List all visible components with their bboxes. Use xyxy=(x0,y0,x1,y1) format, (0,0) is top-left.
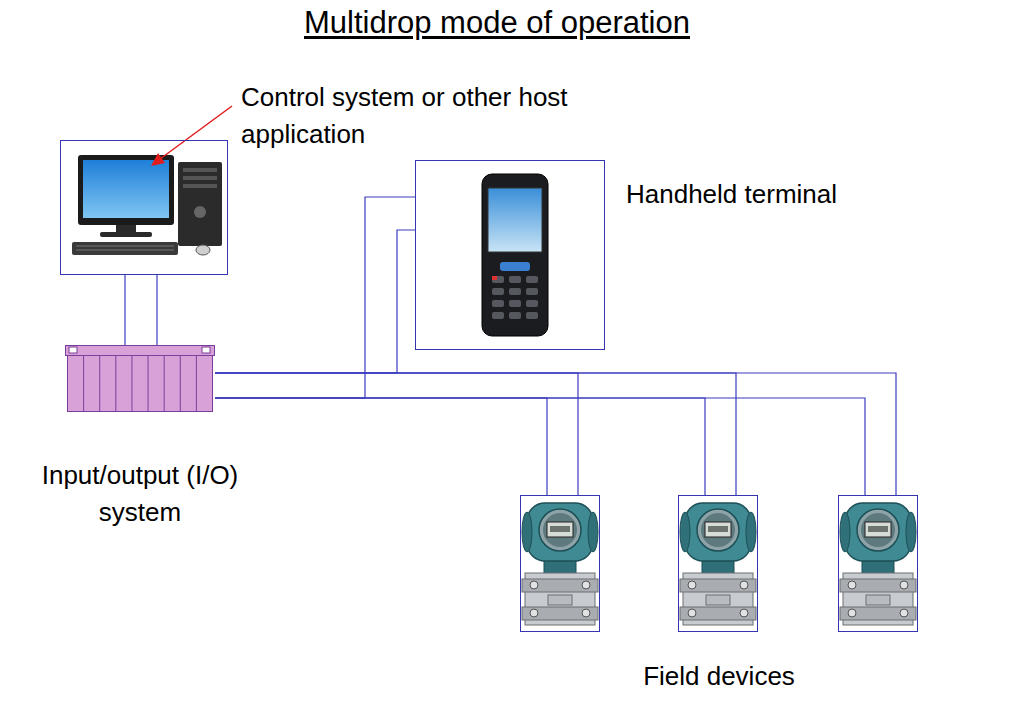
wire-line xyxy=(215,398,705,495)
bus-wire xyxy=(215,373,896,495)
rack-outline xyxy=(65,345,215,413)
bus-wire xyxy=(215,373,736,495)
node-label: Input/output (I/O) system xyxy=(15,457,265,531)
field-device-box xyxy=(520,495,600,632)
wire-line xyxy=(215,398,865,495)
wire-line xyxy=(215,373,896,495)
host-computer-box: Control system or other host application xyxy=(60,140,228,275)
wire-line xyxy=(215,230,415,373)
wire-line xyxy=(215,398,547,495)
field-device-box: Field devices xyxy=(678,495,758,632)
io-system-rack: Input/output (I/O) system xyxy=(65,345,215,413)
wire-line xyxy=(215,373,736,495)
wire-line xyxy=(215,197,415,398)
node-label: Control system or other host application xyxy=(241,79,641,153)
node-label: Field devices xyxy=(609,658,829,695)
handheld-terminal-box: Handheld terminal xyxy=(415,160,605,350)
bus-wire xyxy=(215,373,578,495)
wire-line xyxy=(156,275,157,345)
wire-line xyxy=(215,373,578,495)
bus-wire xyxy=(125,275,157,345)
wire-line xyxy=(124,275,125,345)
field-device-box xyxy=(838,495,918,632)
diagram-title: Multidrop mode of operation xyxy=(0,4,994,42)
node-label: Handheld terminal xyxy=(626,176,837,213)
bus-wire xyxy=(215,197,415,398)
